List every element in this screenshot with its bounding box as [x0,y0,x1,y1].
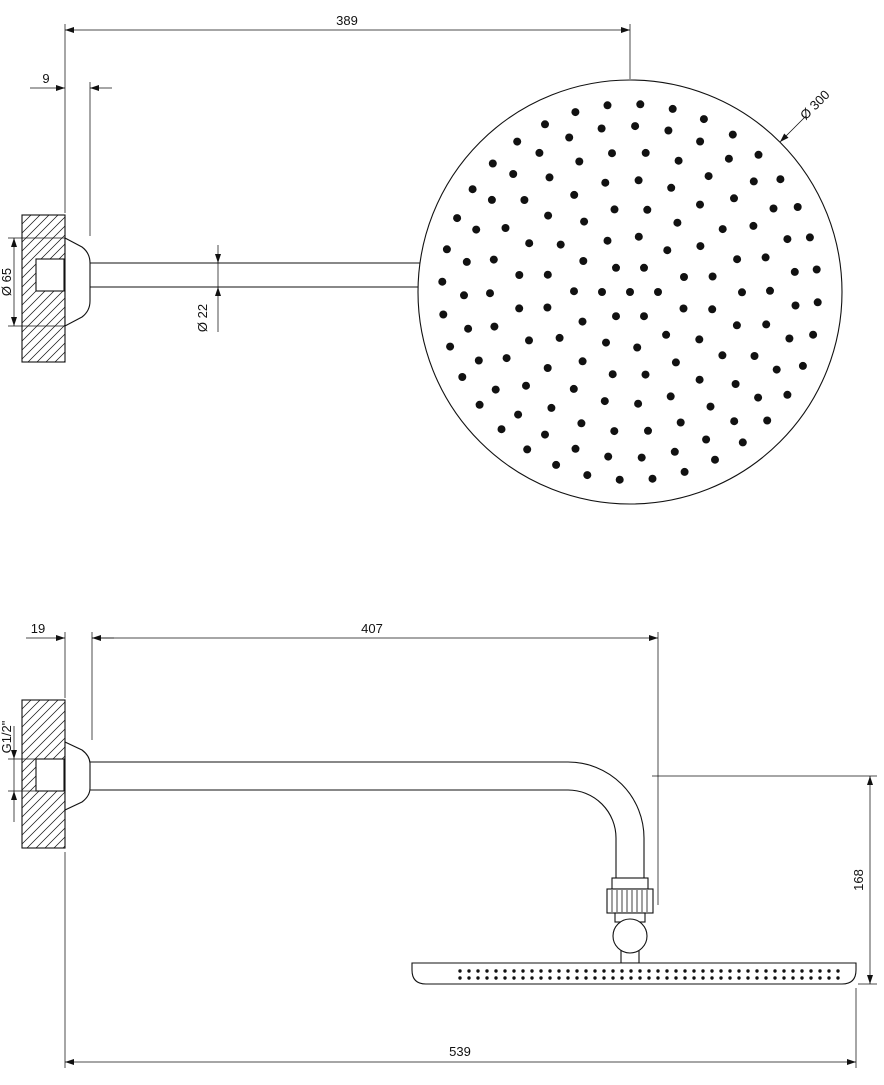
arm-outer-contour [90,761,645,878]
dimension-407: 407 [92,621,659,905]
dimension-168: 168 [652,775,877,985]
dim-19-label: 19 [31,621,45,636]
connector-collar [611,877,649,890]
wall-fitting [35,758,65,792]
arm-inner-contour [90,789,617,878]
shower-plate [411,962,857,985]
dim-168-label: 168 [851,869,866,891]
connector-nut [606,888,654,914]
escutcheon-profile [64,741,91,811]
ball-joint [612,918,648,954]
dim-22-label: Ø 22 [195,304,210,332]
wall-fitting [35,258,65,292]
dim-539-label: 539 [449,1044,471,1059]
dimension-g12: G1/2" [0,720,36,822]
dim-g12-label: G1/2" [0,720,14,753]
dimension-300: Ø 300 [779,87,833,143]
dim-407-label: 407 [361,621,383,636]
nut-knurling [611,890,648,912]
dimension-389: 389 [64,13,631,213]
dim-389-label: 389 [336,13,358,28]
side-view: 19 407 G1/2" 168 [0,621,877,1068]
plate-nozzles [458,969,840,980]
dimension-22: Ø 22 [195,245,221,332]
dim-300-label: Ø 300 [797,87,833,123]
dim-9-label: 9 [42,71,49,86]
dimension-9: 9 [30,71,112,236]
nozzle-pattern [438,100,822,484]
dimension-539: 539 [64,852,857,1068]
top-view: 389 9 Ø 300 Ø 65 Ø 22 [0,13,843,505]
dim-65-label: Ø 65 [0,268,14,296]
escutcheon-profile [64,237,91,327]
dimension-65: Ø 65 [0,237,65,327]
